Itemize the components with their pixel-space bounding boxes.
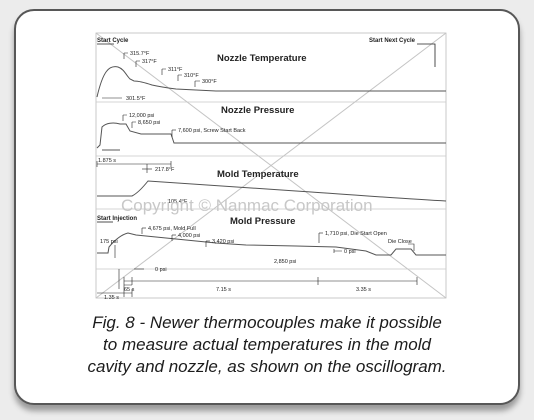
timing-label: 65 s: [124, 287, 135, 293]
mold-pressure-label: Die Close: [388, 239, 412, 245]
mold-pressure-label: 1,710 psi, Die Start Open: [325, 231, 387, 237]
nozzle-temp-label: 315.7°F: [130, 51, 150, 57]
start-cycle-label: Start Cycle: [97, 38, 129, 44]
nozzle-temperature-title: Nozzle Temperature: [217, 53, 307, 64]
start-next-cycle-label: Start Next Cycle: [369, 38, 416, 44]
timing-label: 3.35 s: [356, 287, 371, 293]
mold-temp-label: 105.4°F: [168, 199, 188, 205]
mold-pressure-label: 175 psi: [100, 239, 118, 245]
caption-line: cavity and nozzle, as shown on the oscil…: [87, 357, 447, 376]
mold-pressure-curve: [97, 232, 446, 256]
nozzle-temp-label: 317°F: [142, 59, 157, 65]
mold-temperature-title: Mold Temperature: [217, 169, 299, 180]
caption-line: to measure actual temperatures in the mo…: [103, 335, 431, 354]
timing-label: 7.15 s: [216, 287, 231, 293]
nozzle-pressure-label: 7,600 psi, Screw Start Back: [178, 128, 246, 134]
mold-temp-label: 217.8°F: [155, 167, 175, 173]
mold-temperature-curve: [97, 180, 447, 202]
mold-pressure-label: 2,850 psi: [274, 259, 296, 265]
nozzle-pressure-label: 1.875 s: [98, 158, 116, 164]
oscillogram-frame: [95, 32, 447, 299]
nozzle-temp-label: 311°F: [168, 67, 183, 73]
mold-pressure-label: 3,420 psi: [212, 239, 234, 245]
nozzle-temp-label: 300°F: [202, 79, 217, 85]
nozzle-temp-label: 301.5°F: [126, 96, 146, 102]
mold-pressure-title: Mold Pressure: [230, 216, 295, 227]
mold-pressure-label: 0 psi: [155, 267, 167, 273]
start-injection-label: Start Injection: [97, 216, 137, 222]
nozzle-pressure-label: 8,650 psi: [138, 120, 160, 126]
copyright-watermark: Copyright © Nanmac Corporation: [121, 196, 373, 215]
nozzle-pressure-label: 12,000 psi: [129, 113, 154, 119]
nozzle-pressure-curve: [96, 122, 446, 149]
mold-pressure-label: 4,000 psi: [178, 233, 200, 239]
figure-card: Start Cycle Start Next Cycle Nozzle Temp…: [14, 9, 520, 405]
timing-label: 1.35 s: [104, 295, 119, 301]
nozzle-pressure-title: Nozzle Pressure: [221, 105, 294, 116]
mold-pressure-label: 4,675 psi, Mold Full: [148, 226, 196, 232]
caption-line: Fig. 8 - Newer thermocouples make it pos…: [92, 313, 442, 332]
figure-caption: Fig. 8 - Newer thermocouples make it pos…: [16, 312, 518, 378]
nozzle-temp-label: 310°F: [184, 73, 199, 79]
oscillogram: Start Cycle Start Next Cycle Nozzle Temp…: [95, 32, 447, 301]
cross-line-b: [95, 32, 447, 299]
mold-pressure-label: 0 psi: [344, 249, 356, 255]
nozzle-temperature-curve: [96, 66, 446, 98]
